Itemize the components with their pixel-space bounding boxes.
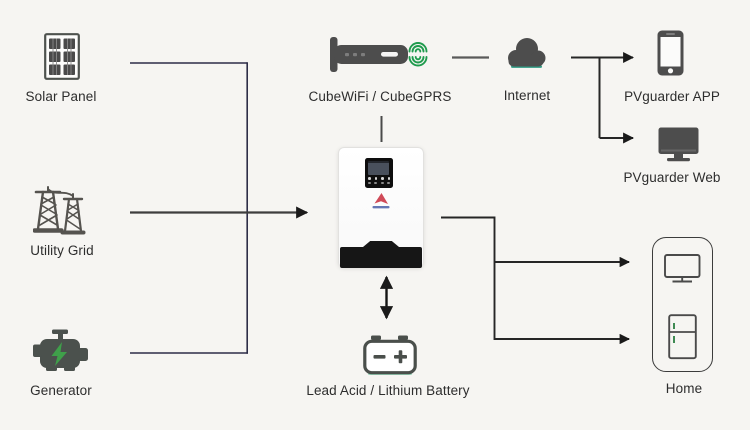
generator-engine-icon bbox=[33, 329, 88, 371]
pvguarder-app-label: PVguarder APP bbox=[624, 89, 720, 104]
solar-panel-label: Solar Panel bbox=[25, 89, 97, 104]
cloud-icon bbox=[508, 38, 546, 68]
fridge-icon bbox=[668, 314, 697, 360]
battery-label: Lead Acid / Lithium Battery bbox=[306, 383, 470, 398]
wifi-router-icon bbox=[330, 37, 428, 72]
internet-label: Internet bbox=[503, 88, 551, 103]
pvguarder-web-label: PVguarder Web bbox=[623, 170, 721, 185]
utility-grid-icon bbox=[33, 186, 86, 235]
battery-icon bbox=[363, 335, 417, 375]
tv-icon bbox=[664, 254, 701, 283]
home-label: Home bbox=[665, 381, 703, 396]
inverter-display bbox=[365, 158, 393, 188]
connector-inverter-to-home-lower bbox=[441, 216, 631, 345]
home-appliances-icon bbox=[652, 237, 713, 372]
solar-panel-icon bbox=[44, 33, 80, 80]
inverter-bottom-band bbox=[340, 247, 422, 268]
desktop-monitor-icon bbox=[658, 127, 699, 162]
inverter-bottom-bump bbox=[363, 241, 399, 247]
inverter-screen bbox=[368, 161, 389, 175]
solar-inverter-device bbox=[338, 147, 424, 268]
cubewifi-label: CubeWiFi / CubeGPRS bbox=[308, 89, 452, 104]
smartphone-icon bbox=[657, 30, 684, 76]
inverter-brand-logo bbox=[372, 193, 390, 209]
generator-label: Generator bbox=[30, 383, 92, 398]
utility-grid-label: Utility Grid bbox=[30, 243, 94, 258]
wifi-signal-icon bbox=[408, 42, 428, 67]
